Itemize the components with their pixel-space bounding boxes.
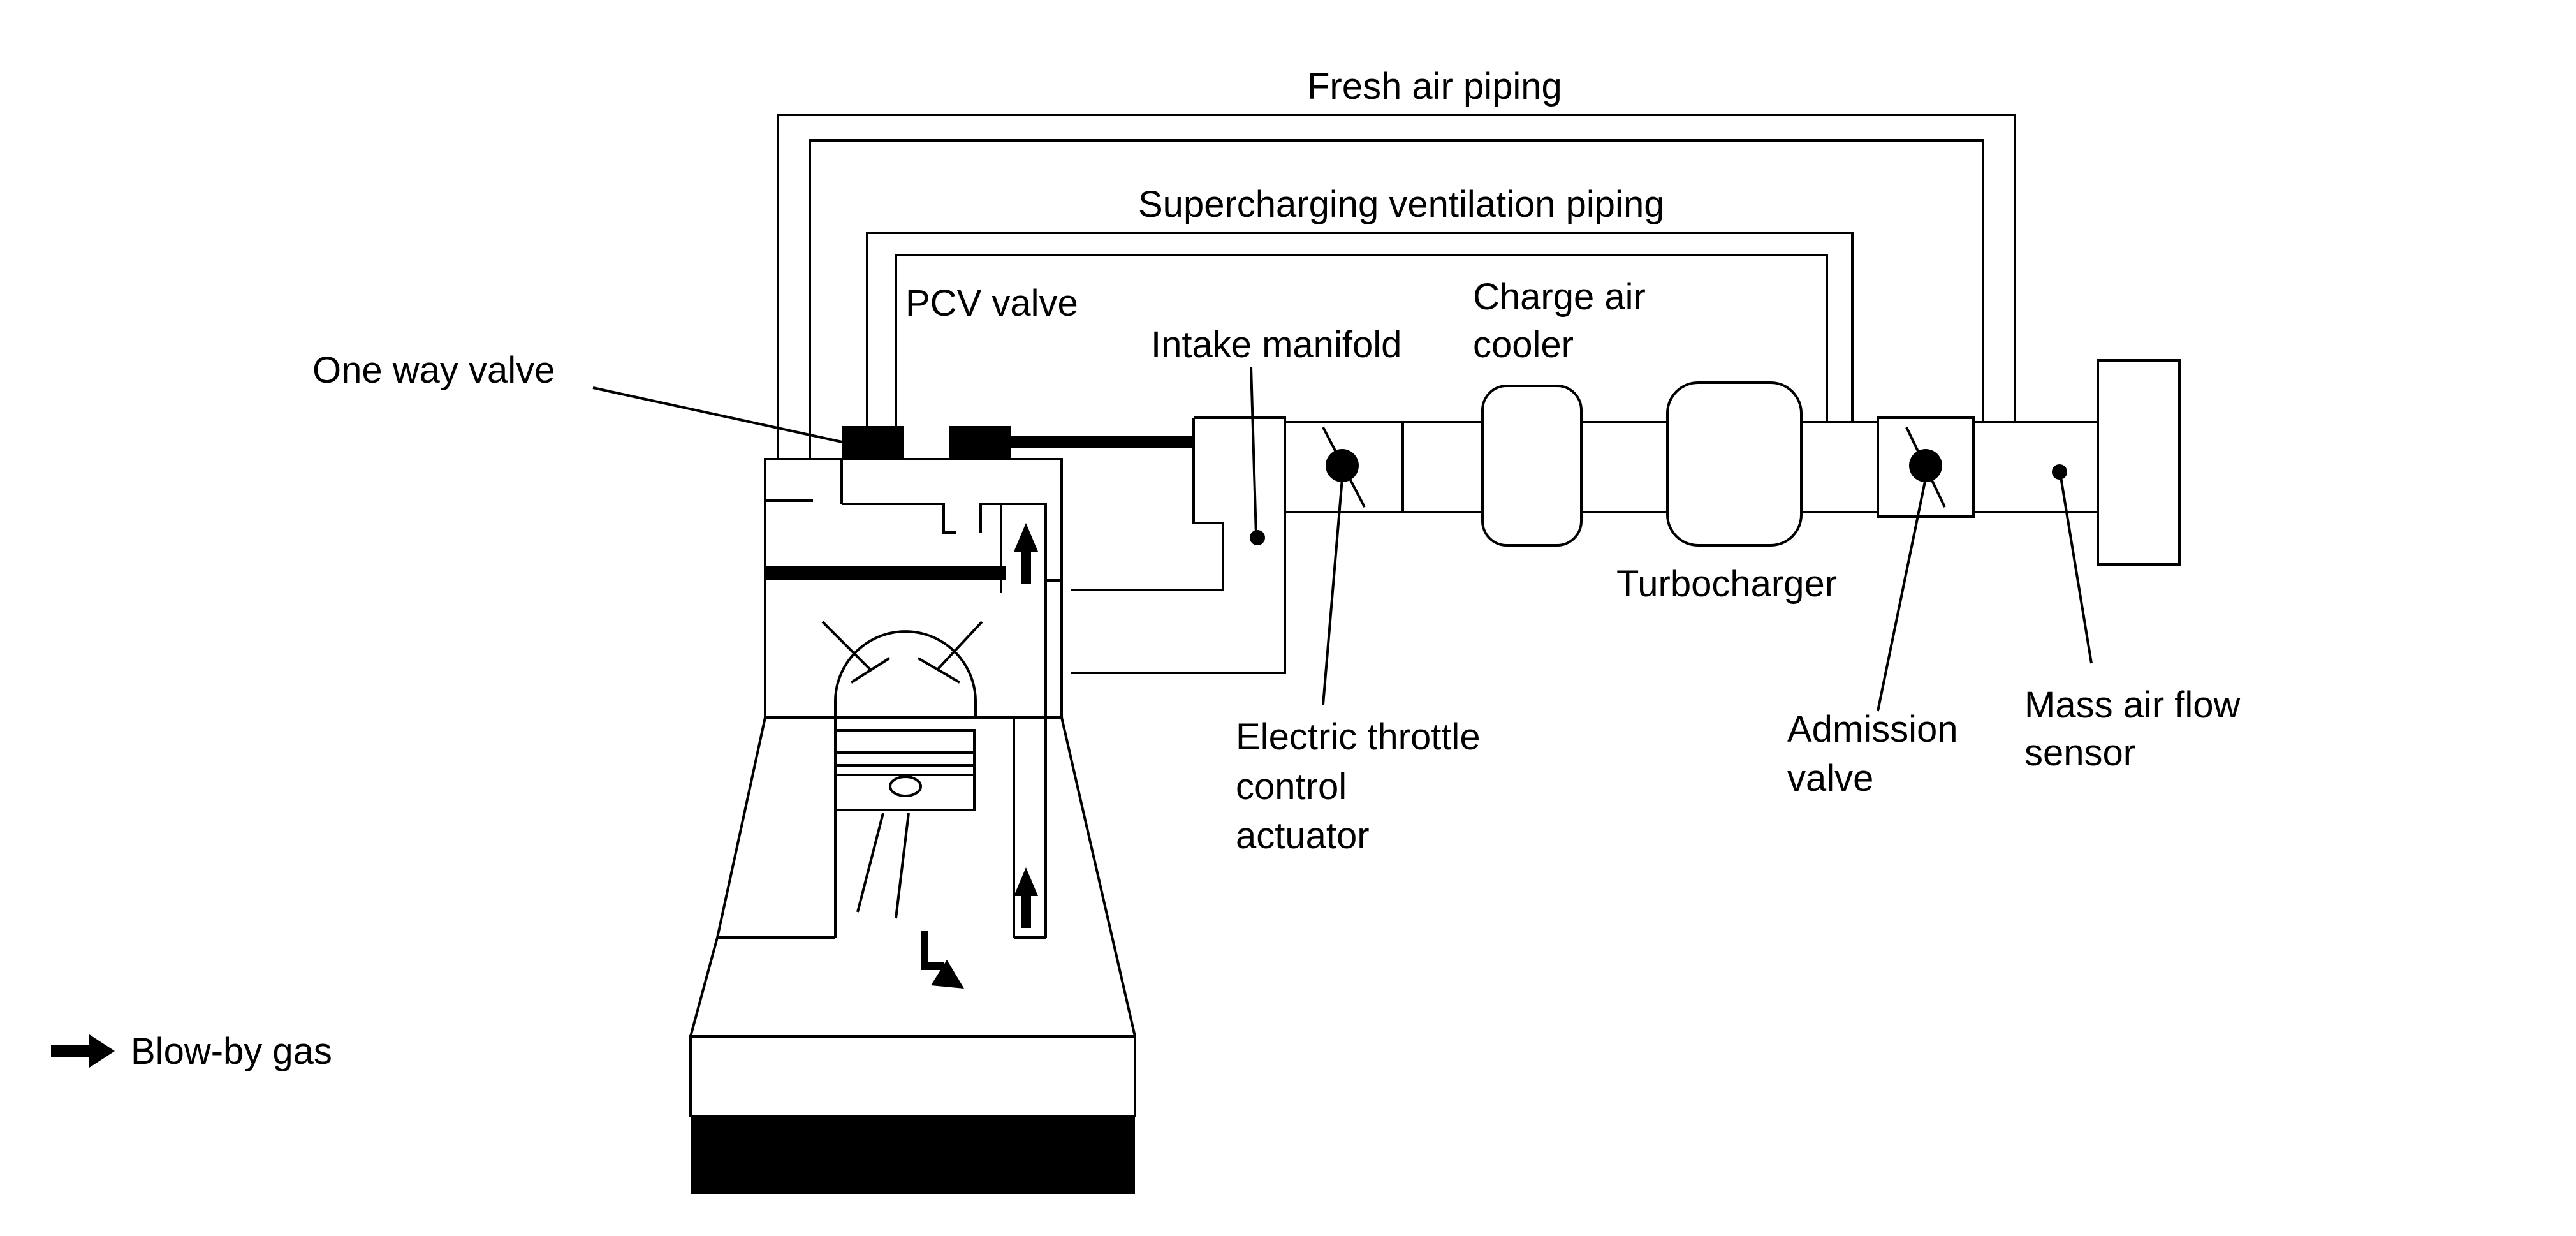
fresh-air-piping [777,114,2016,459]
engine [689,458,1136,1194]
pcv-hose [1011,436,1194,448]
supercharging-ventilation-piping-label: Supercharging ventilation piping [1138,184,1664,225]
charge-air-cooler-label: Charge air cooler [1473,276,1656,365]
legend: Blow-by gas [51,1031,332,1072]
throttle-valve [1322,427,1366,705]
admission-valve [1877,416,1975,712]
intake-manifold [1071,366,1286,674]
admission-valve-label: Admission valve [1787,709,1968,799]
turbocharger-label: Turbocharger [1616,563,1837,605]
charge-air-cooler [1481,385,1583,547]
pcv-valve [949,426,1011,458]
fresh-air-piping-label: Fresh air piping [1307,66,1562,107]
intake-manifold-label: Intake manifold [1151,324,1401,365]
electric-throttle-control-actuator-label: Electric throttle control actuator [1236,716,1491,857]
mass-air-flow-sensor [2052,464,2093,664]
turbocharger [1666,381,1803,547]
blow-by-gas-arrows [921,523,1038,989]
one-way-valve-label: One way valve [312,349,555,391]
supercharging-ventilation-piping [866,232,1854,427]
one-way-valve [842,426,904,458]
air-cleaner [2097,359,2181,566]
pcv-valve-label: PCV valve [905,283,1078,324]
one-way-valve-leader [592,386,849,445]
blow-by-gas-legend-label: Blow-by gas [131,1031,332,1072]
blow-by-gas-arrow-icon [51,1034,115,1068]
mass-air-flow-sensor-label: Mass air flow sensor [2024,684,2251,774]
